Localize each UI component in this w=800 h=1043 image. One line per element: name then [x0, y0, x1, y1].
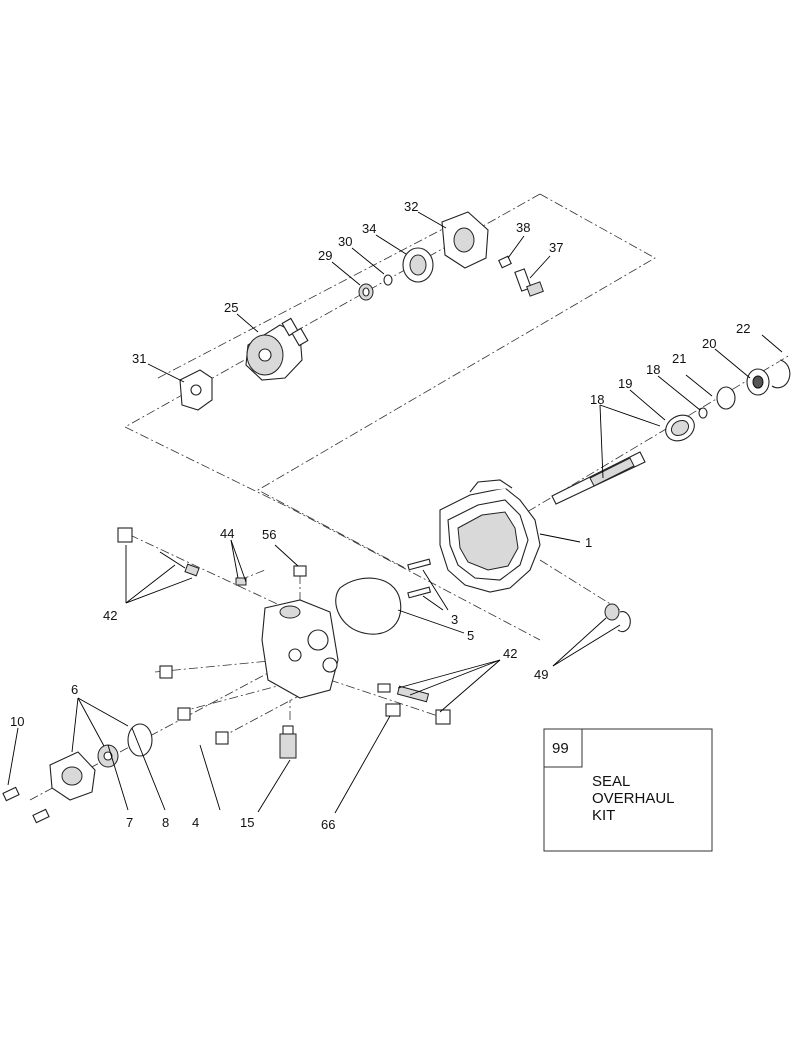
- charge-pump-cover-part-6: [49, 751, 96, 801]
- bolts-part-4: [159, 665, 229, 745]
- kit-label-line-1: SEAL: [592, 773, 630, 790]
- bushing-part-29: [358, 283, 374, 301]
- callout-38: 38: [516, 220, 530, 235]
- snap-ring-part-22: [771, 359, 791, 389]
- callout-29: 29: [318, 248, 332, 263]
- callout-22: 22: [736, 321, 750, 336]
- leader-lines: [7, 211, 783, 814]
- retaining-ring-part-21: [716, 386, 736, 410]
- callout-6: 6: [71, 682, 78, 697]
- sensor-part-15: [279, 725, 297, 759]
- washer-part-18: [698, 407, 708, 419]
- seal-overhaul-kit-box: 99 SEAL OVERHAUL KIT: [543, 728, 713, 852]
- control-shaft-part-37: [514, 268, 544, 297]
- gasket-part-5: [335, 577, 402, 635]
- callout-34: 34: [362, 221, 376, 236]
- callout-25: 25: [224, 300, 238, 315]
- callout-21: 21: [672, 351, 686, 366]
- assembly-centerlines: [29, 193, 791, 801]
- bearing-part-34: [402, 247, 434, 283]
- screws-part-10: [2, 786, 50, 824]
- shaft-seal-part-20: [746, 368, 770, 396]
- callout-19: 19: [618, 376, 632, 391]
- callout-42a: 42: [103, 608, 117, 623]
- callout-32: 32: [404, 199, 418, 214]
- end-cover-part-32: [441, 211, 489, 269]
- plug-part-66: [385, 703, 401, 717]
- kit-label-line-2: OVERHAUL: [592, 790, 675, 807]
- cylinder-block-part-25: [245, 317, 309, 381]
- ring-part-30: [383, 274, 393, 286]
- gerotor-part-7: [97, 744, 119, 768]
- callout-42b: 42: [503, 646, 517, 661]
- callout-20: 20: [702, 336, 716, 351]
- pin-part-38: [498, 255, 512, 269]
- housing-part-1: [439, 479, 541, 593]
- callout-3: 3: [451, 612, 458, 627]
- callout-49: 49: [534, 667, 548, 682]
- callout-56: 56: [262, 527, 276, 542]
- callout-44: 44: [220, 526, 234, 541]
- plug-part-56: [293, 565, 307, 577]
- callout-7: 7: [126, 815, 133, 830]
- swashplate-part-31: [179, 369, 213, 411]
- dowel-pins-part-3: [407, 558, 432, 599]
- callout-4: 4: [192, 815, 199, 830]
- callout-66: 66: [321, 817, 335, 832]
- callout-labels: 1 3 4 5 6 7 8 10 15 18 18 19 20 21 22 25…: [10, 199, 750, 832]
- drive-shaft-part-18: [551, 451, 646, 505]
- kit-number: 99: [552, 740, 569, 757]
- callout-30: 30: [338, 234, 352, 249]
- callout-18a: 18: [590, 392, 604, 407]
- seal-part-49: [604, 603, 631, 633]
- callout-18b: 18: [646, 362, 660, 377]
- callout-37: 37: [549, 240, 563, 255]
- bearing-part-19: [665, 414, 695, 442]
- callout-15: 15: [240, 815, 254, 830]
- callout-31: 31: [132, 351, 146, 366]
- callout-5: 5: [467, 628, 474, 643]
- kit-label-line-3: KIT: [592, 807, 615, 824]
- callout-1: 1: [585, 535, 592, 550]
- port-block-assembly: [261, 599, 339, 699]
- relief-valve-part-42-upper: [117, 527, 200, 577]
- callout-8: 8: [162, 815, 169, 830]
- callout-10: 10: [10, 714, 24, 729]
- o-ring-part-8: [127, 723, 153, 757]
